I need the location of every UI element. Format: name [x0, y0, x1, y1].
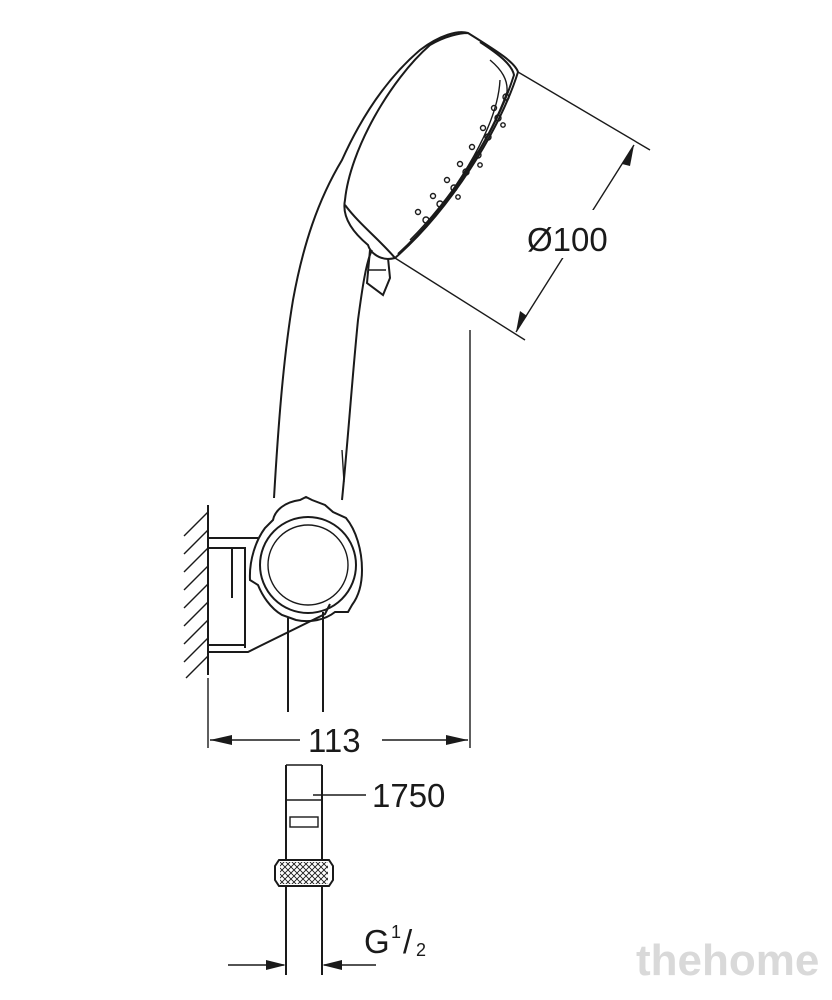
thread-denominator: 2	[416, 940, 426, 960]
diameter-dimension: Ø100	[394, 71, 651, 341]
hose-length-dimension: 1750	[313, 777, 445, 814]
width-label: 113	[308, 722, 361, 759]
wall-holder	[208, 537, 331, 653]
thread-numerator: 1	[391, 922, 401, 942]
thread-label: G	[364, 923, 390, 960]
thread-dimension: G 1 / 2	[228, 922, 426, 970]
hose-lower	[285, 764, 323, 860]
width-dimension: 113	[207, 678, 468, 759]
hose-upper	[287, 612, 324, 712]
hose-end	[285, 886, 323, 975]
shower-head	[343, 31, 520, 297]
spray-nozzles	[414, 93, 510, 224]
wall-hatching	[183, 505, 209, 679]
hose-length-label: 1750	[372, 777, 445, 814]
hose-nut	[274, 859, 334, 887]
diameter-label: Ø100	[527, 221, 608, 258]
swivel-ring	[248, 495, 364, 623]
shower-handle	[273, 31, 469, 501]
thread-slash: /	[403, 923, 413, 960]
watermark: thehome	[636, 936, 819, 985]
